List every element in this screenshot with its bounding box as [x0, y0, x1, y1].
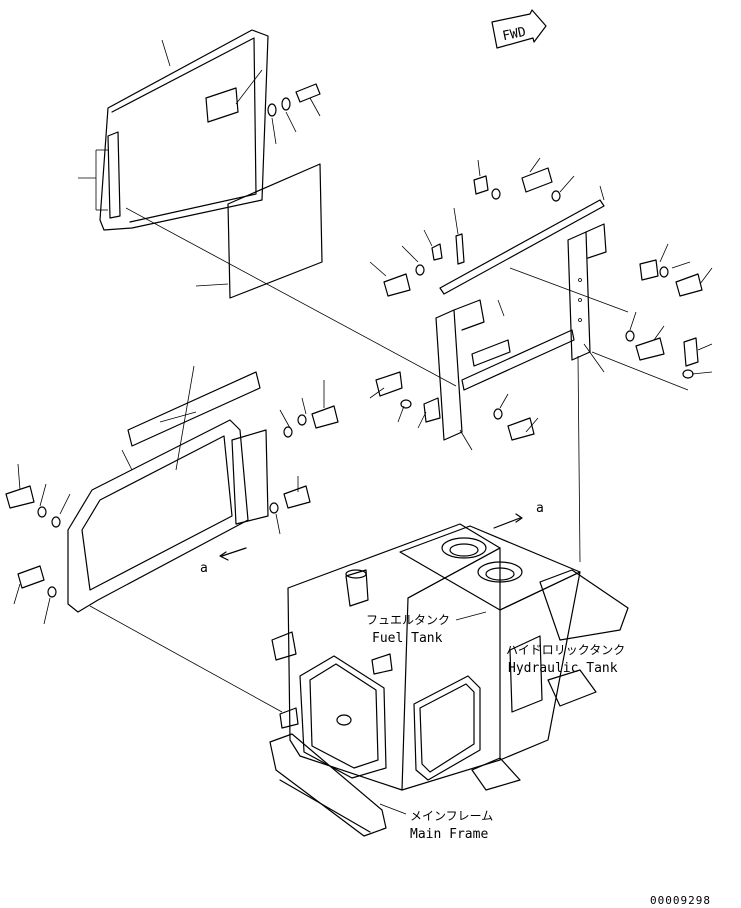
seal-pad: [195, 163, 323, 299]
tank-assembly: [269, 523, 629, 837]
lower-left-bolts: [5, 463, 71, 625]
fuel-tank-label-en: Fuel Tank: [372, 631, 443, 646]
reference-a-arrows: a a: [200, 501, 544, 576]
hydraulic-tank-label-jp: ハイドロリックタンク: [506, 643, 625, 657]
latch-bolt-upper: [267, 83, 321, 145]
stay-bracket-group: [369, 157, 629, 313]
hydraulic-tank-callout: ハイドロリックタンク Hydraulic Tank: [506, 643, 625, 676]
fuel-tank-label-jp: フュエルタンク: [366, 613, 450, 627]
drawing-number: 00009298: [650, 894, 711, 907]
fwd-label: FWD: [501, 25, 527, 45]
fwd-arrow-icon: FWD: [491, 9, 547, 49]
fuel-tank-callout: フュエルタンク Fuel Tank: [366, 611, 487, 646]
left-stay: [369, 299, 575, 451]
ref-a-label-upper: a: [536, 501, 544, 516]
hinge-bolts: [269, 380, 339, 535]
lower-door-frame: [67, 365, 283, 713]
hydraulic-tank-label-en: Hydraulic Tank: [508, 661, 618, 676]
ref-a-label-lower: a: [200, 561, 208, 576]
main-frame-label-jp: メインフレーム: [410, 809, 493, 823]
main-frame-label-en: Main Frame: [410, 827, 488, 842]
right-stay: [567, 223, 713, 563]
upper-door-panel: [78, 29, 269, 231]
main-frame-callout: メインフレーム Main Frame: [379, 803, 493, 842]
